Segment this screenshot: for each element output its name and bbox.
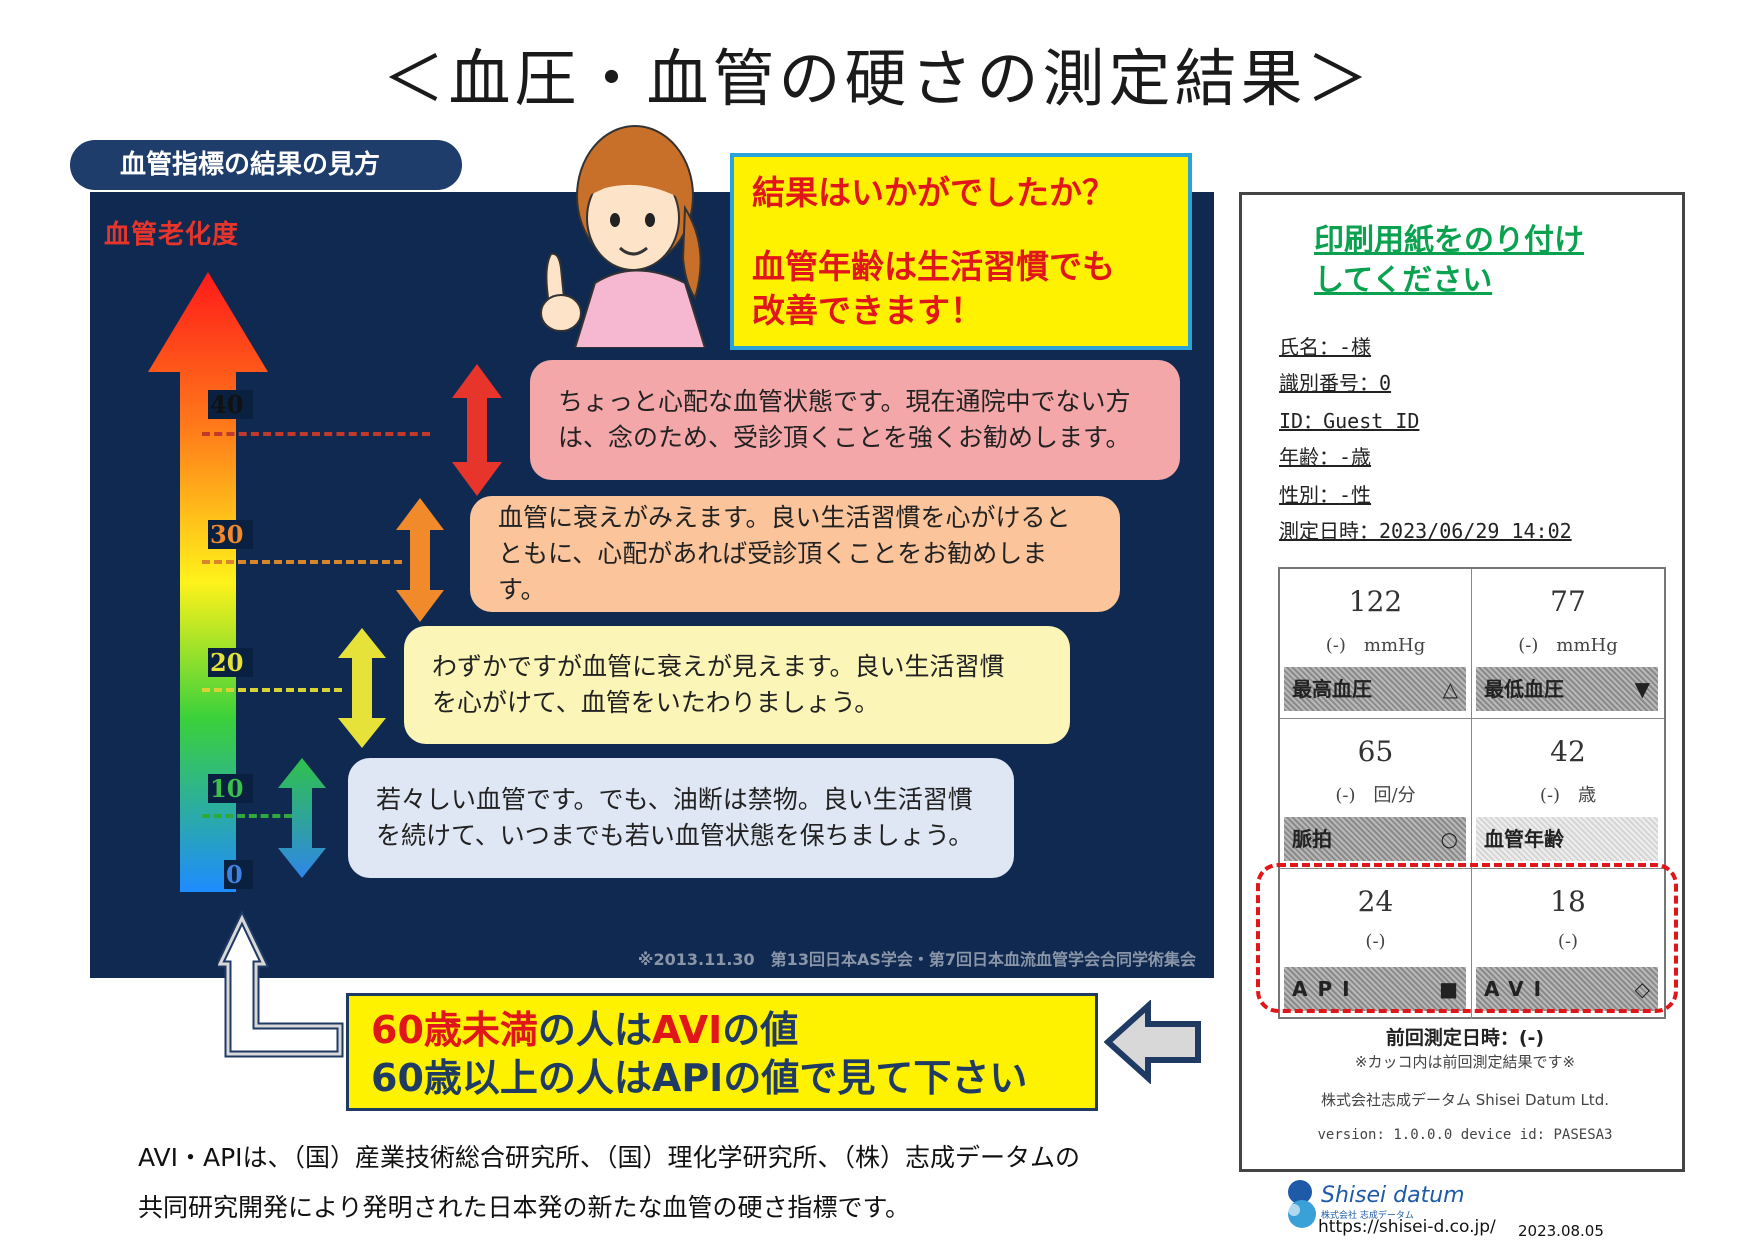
down-triangle-icon: ▼ [1634, 677, 1650, 701]
cell-pulse: 65 (-) 回/分 脈拍○ [1280, 719, 1472, 869]
measurement-receipt: 印刷用紙をのり付け してください 氏名：-様 識別番号：0 ID：Guest I… [1239, 192, 1685, 1172]
scale-title: 血管老化度 [104, 220, 240, 250]
cell-vascular-age: 42 (-) 歳 血管年齢 [1472, 719, 1664, 869]
message-20-line2: を心がけて、血管をいたわりましょう。 [432, 688, 880, 717]
bubble-line2: 血管年齢は生活習慣でも [752, 247, 1115, 286]
tick-line-30 [202, 560, 402, 564]
note-line2: 60歳以上の人はAPIの値で見て下さい [371, 1056, 1028, 1100]
message-level-30: 血管に衰えがみえます。良い生活習慣を心がけるとともに、心配があれば受診頂くことを… [470, 496, 1120, 612]
note-line1: 60歳未満の人はAVIの値 [371, 1008, 799, 1052]
info-age: 年齢：-歳 [1279, 445, 1372, 469]
previous-measurement-date: 前回測定日時：(-) [1385, 1027, 1545, 1049]
diamond-icon: ◇ [1634, 977, 1650, 1001]
source-footnote: ※2013.11.30 第13回日本AS学会・第7回日本血流血管学会合同学術集会 [637, 950, 1196, 969]
double-arrow-yellow-icon [338, 628, 386, 748]
parentheses-note: ※カッコ内は前回測定結果です※ [1354, 1053, 1576, 1071]
cell-diastolic: 77 (-) mmHg 最低血圧▼ [1472, 569, 1664, 719]
message-level-20: わずかですが血管に衰えが見えます。良い生活習慣を心がけて、血管をいたわりましょう… [404, 626, 1070, 744]
tick-line-40 [202, 432, 430, 436]
message-20-line1: わずかですが血管に衰えが見えます。良い生活習慣 [432, 652, 1005, 681]
nurse-illustration [540, 125, 707, 348]
double-arrow-orange-icon [396, 498, 444, 622]
double-arrow-red-icon [452, 364, 502, 496]
message-level-10: 若々しい血管です。でも、油断は禁物。良い生活習慣を続けて、いつまでも若い血管状態… [348, 758, 1014, 878]
message-30-line2: ともに、心配があれば受診頂くことをお勧めします。 [498, 539, 1048, 604]
cell-api: 24 (-) API■ [1280, 869, 1472, 1019]
message-10-line2: を続けて、いつまでも若い血管状態を保ちましょう。 [376, 821, 974, 850]
company-logo-subtext: 株式会社 志成データム [1321, 1211, 1414, 1221]
info-measured-at: 測定日時：2023/06/29 14:02 [1279, 519, 1572, 543]
tick-0: 0 [224, 860, 253, 889]
tick-30: 30 [208, 520, 254, 549]
tick-line-20 [202, 688, 342, 692]
description-line2: 共同研究開発により発明された日本発の新たな血管の硬さ指標です。 [138, 1193, 911, 1222]
api-avi-highlight [1256, 863, 1678, 1013]
age-instruction-note: 60歳未満の人はAVIの値 60歳以上の人はAPIの値で見て下さい [346, 993, 1098, 1111]
company-logo-text: Shisei datum [1321, 1183, 1465, 1208]
company-line: 株式会社志成データム Shisei Datum Ltd. [1321, 1091, 1609, 1109]
speech-bubble: 結果はいかがでしたか？ 血管年齢は生活習慣でも 改善できます！ [730, 153, 1192, 350]
message-level-40: ちょっと心配な血管状態です。現在通院中でない方は、念のため、受診頂くことを強くお… [530, 360, 1180, 480]
guide-pill: 血管指標の結果の見方 [70, 140, 462, 190]
double-arrow-green-blue-icon [278, 758, 326, 878]
bubble-line3: 改善できます！ [752, 291, 983, 330]
triangle-icon: △ [1442, 677, 1458, 701]
shisei-datum-logo-icon [1288, 1180, 1316, 1228]
tick-40: 40 [208, 390, 254, 419]
bubble-line1: 結果はいかがでしたか？ [752, 173, 1115, 212]
message-30-line1: 血管に衰えがみえます。良い生活習慣を心がけると [498, 503, 1071, 532]
tick-20: 20 [208, 648, 254, 677]
message-40-line1: ちょっと心配な血管状態です。現在通院中でない方 [558, 387, 1131, 416]
info-id-number: 識別番号：0 [1279, 371, 1392, 395]
tick-line-10 [202, 814, 292, 818]
cell-avi: 18 (-) AVI◇ [1472, 869, 1664, 1019]
company-url-link[interactable]: https://shisei-d.co.jp/ [1318, 1217, 1496, 1237]
circle-icon: ○ [1440, 827, 1458, 851]
tick-10: 10 [208, 774, 254, 803]
version-line: version: 1.0.0.0 device id: PASESA3 [1317, 1127, 1613, 1143]
page-title: ＜血圧・血管の硬さの測定結果＞ [382, 42, 1373, 115]
message-40-line2: は、念のため、受診頂くことを強くお勧めします。 [558, 423, 1131, 452]
info-name: 氏名：-様 [1279, 335, 1372, 359]
message-10-line1: 若々しい血管です。でも、油断は禁物。良い生活習慣 [376, 785, 973, 814]
info-guest-id: ID：Guest ID [1279, 409, 1420, 433]
cell-systolic: 122 (-) mmHg 最高血圧△ [1280, 569, 1472, 719]
square-icon: ■ [1439, 977, 1458, 1001]
aging-gradient-arrow [148, 272, 268, 892]
description-line1: AVI・APIは、（国）産業技術総合研究所、（国）理化学研究所、（株）志成データ… [138, 1143, 1081, 1172]
document-date: 2023.08.05 [1518, 1222, 1604, 1240]
result-grid: 122 (-) mmHg 最高血圧△ 77 (-) mmHg 最低血圧▼ 65 … [1278, 567, 1666, 1019]
left-arrow-icon [1104, 1000, 1201, 1084]
receipt-heading: 印刷用紙をのり付け してください [1314, 223, 1584, 298]
up-turn-arrow-icon [218, 910, 344, 1058]
info-sex: 性別：-性 [1279, 483, 1372, 507]
